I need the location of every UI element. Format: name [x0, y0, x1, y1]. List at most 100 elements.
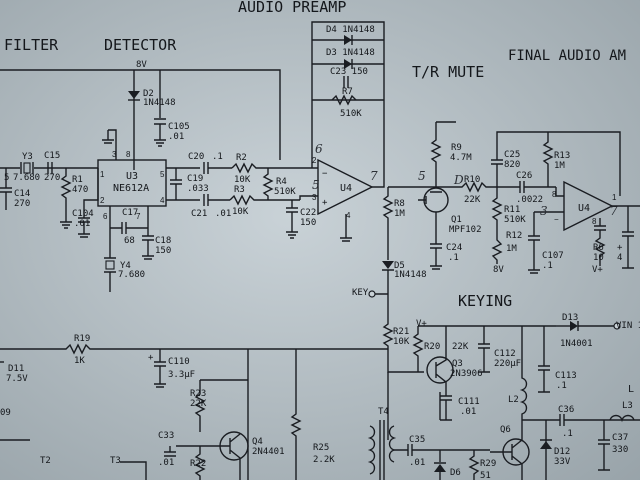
- feedback-network: D4 1N4148 D3 1N4148 C23 150 R7 510K: [311, 21, 385, 188]
- svg-text:R20: R20: [424, 342, 440, 352]
- svg-text:C22: C22: [300, 208, 316, 218]
- svg-text:C20: C20: [188, 152, 204, 162]
- svg-text:1K: 1K: [74, 356, 85, 366]
- svg-text:22K: 22K: [464, 195, 481, 205]
- svg-text:10: 10: [593, 253, 604, 263]
- svg-text:.033: .033: [187, 184, 209, 194]
- svg-text:C105: C105: [168, 122, 190, 132]
- svg-text:Q3: Q3: [452, 359, 463, 369]
- svg-text:2.2K: 2.2K: [313, 455, 335, 465]
- capacitor-c23: C23 150: [330, 67, 368, 77]
- capacitor-c36: C36 .1: [522, 405, 640, 439]
- svg-text:1: 1: [612, 193, 617, 202]
- svg-text:R11: R11: [504, 205, 520, 215]
- svg-text:MPF102: MPF102: [449, 225, 482, 235]
- svg-text:L: L: [628, 384, 634, 395]
- svg-text:C33: C33: [158, 431, 174, 441]
- svg-text:D12: D12: [554, 447, 570, 457]
- svg-text:7.680: 7.680: [118, 270, 145, 280]
- transistor-q3: Q3 2N3906: [426, 326, 483, 392]
- capacitor-c110: + C110 3.3μF: [148, 349, 195, 388]
- svg-text:09: 09: [0, 408, 11, 418]
- svg-text:22K: 22K: [190, 399, 207, 409]
- svg-text:C25: C25: [504, 150, 520, 160]
- resistor-r8: R8 1M: [382, 187, 405, 260]
- svg-text:2: 2: [312, 156, 317, 165]
- svg-text:R13: R13: [554, 151, 570, 161]
- crystal-y4: Y4 7.680: [104, 228, 145, 292]
- heading-keying: KEYING: [458, 292, 512, 310]
- svg-text:Q1: Q1: [451, 215, 462, 225]
- svg-text:U3: U3: [126, 171, 138, 182]
- svg-text:+: +: [148, 353, 154, 363]
- svg-text:Y3: Y3: [22, 152, 33, 162]
- capacitor-c25: C25 820: [491, 131, 621, 196]
- svg-text:KEY: KEY: [352, 288, 369, 298]
- heading-detector: DETECTOR: [104, 36, 177, 54]
- svg-text:5: 5: [160, 170, 165, 179]
- svg-text:8V: 8V: [493, 265, 504, 275]
- svg-text:.0022: .0022: [516, 195, 543, 205]
- svg-text:C21: C21: [191, 209, 207, 219]
- svg-text:L3: L3: [622, 401, 633, 411]
- svg-text:C112: C112: [494, 349, 516, 359]
- resistor-r2: R2 10K: [231, 153, 318, 185]
- diode-d4: D4 1N4148: [326, 25, 375, 35]
- svg-text:270: 270: [14, 199, 30, 209]
- capacitor-c17: C17 68: [109, 206, 149, 246]
- capacitor-c104: C104 .01: [72, 168, 99, 238]
- svg-text:6: 6: [103, 212, 108, 221]
- ic-u3-ne612a: 3 8 1 2 5 4 6 7 U3 NE612A: [97, 129, 167, 221]
- svg-text:C36: C36: [558, 405, 574, 415]
- resistor-r23: R23 22K: [190, 379, 248, 432]
- svg-text:.01: .01: [168, 132, 184, 142]
- svg-text:R3: R3: [234, 185, 245, 195]
- svg-text:R12: R12: [506, 231, 522, 241]
- svg-text:R6: R6: [593, 243, 604, 253]
- diode-d2: D2 1N4148: [128, 89, 176, 108]
- capacitor-c113: C113 .1: [538, 326, 577, 393]
- transistor-q4: Q4 2N4401: [200, 431, 285, 480]
- svg-text:3: 3: [312, 193, 317, 202]
- svg-text:.1: .1: [556, 381, 567, 391]
- svg-text:.01: .01: [158, 458, 174, 468]
- svg-text:2: 2: [100, 196, 105, 205]
- svg-text:470: 470: [72, 185, 88, 195]
- bus-wires-lower: [247, 349, 441, 480]
- svg-text:C17: C17: [122, 208, 138, 218]
- svg-text:C113: C113: [555, 371, 577, 381]
- svg-text:Q6: Q6: [500, 425, 511, 435]
- svg-text:8: 8: [126, 150, 131, 159]
- svg-text:R23: R23: [190, 389, 206, 399]
- svg-text:270: 270: [44, 173, 60, 183]
- heading-tr-mute: T/R MUTE: [412, 63, 484, 81]
- heading-filter: FILTER: [4, 36, 59, 54]
- svg-text:C19: C19: [187, 174, 203, 184]
- crystal-y3: Y3 7.680 5: [0, 152, 98, 183]
- resistor-r25: R25 2.2K: [290, 410, 335, 480]
- svg-text:7: 7: [136, 212, 141, 221]
- transformer-t3: T3: [110, 456, 147, 480]
- resistor-r11: R11 510K: [491, 187, 526, 236]
- capacitor-c-right: + 4: [617, 206, 634, 269]
- svg-text:R29: R29: [480, 459, 496, 469]
- handwritten-3: 3: [540, 204, 548, 218]
- svg-text:−: −: [322, 169, 328, 179]
- svg-text:.01: .01: [74, 219, 90, 229]
- diode-d6: D6: [434, 450, 461, 480]
- diode-d13: D13 1N4001 VIN 1: [556, 313, 640, 349]
- svg-text:NE612A: NE612A: [113, 183, 149, 194]
- svg-text:150: 150: [155, 246, 171, 256]
- capacitor-c35: C35 .01: [394, 435, 490, 468]
- svg-text:1M: 1M: [506, 244, 517, 254]
- resistor-r20: V+ R20 22K: [412, 319, 556, 372]
- svg-text:.1: .1: [448, 253, 459, 263]
- capacitor-c18: C18 150: [142, 228, 171, 260]
- handwritten-d: D: [453, 173, 464, 187]
- svg-text:R21: R21: [393, 327, 409, 337]
- svg-text:R19: R19: [74, 334, 90, 344]
- svg-text:T4: T4: [378, 407, 389, 417]
